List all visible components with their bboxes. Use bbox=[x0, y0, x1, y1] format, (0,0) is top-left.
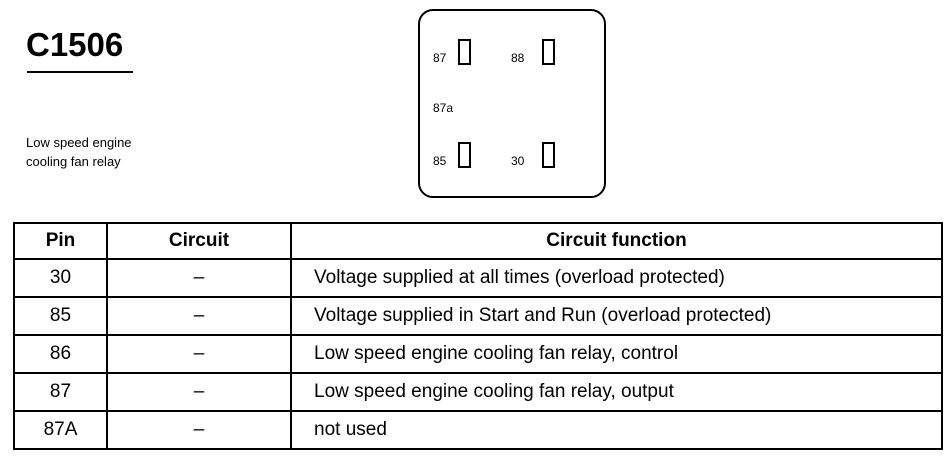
connector-description-line: Low speed engine bbox=[26, 135, 132, 150]
circuit-function-cell: Low speed engine cooling fan relay, outp… bbox=[290, 372, 943, 412]
table-row: 85 – Voltage supplied in Start and Run (… bbox=[13, 296, 943, 336]
circuit-function-cell: not used bbox=[290, 410, 943, 450]
circuit-cell: – bbox=[106, 372, 292, 412]
table-header-row: Pin Circuit Circuit function bbox=[13, 222, 943, 260]
table-row: 86 – Low speed engine cooling fan relay,… bbox=[13, 334, 943, 374]
connector-description-line: cooling fan relay bbox=[26, 154, 121, 169]
relay-connector-face: 87 88 87a 85 30 bbox=[418, 9, 606, 198]
pin-terminal-85 bbox=[458, 142, 471, 168]
circuit-function-cell: Voltage supplied at all times (overload … bbox=[290, 258, 943, 298]
pin-terminal-30 bbox=[542, 142, 555, 168]
pin-cell: 85 bbox=[13, 296, 108, 336]
column-header-circuit-function: Circuit function bbox=[290, 222, 943, 260]
table-row: 87 – Low speed engine cooling fan relay,… bbox=[13, 372, 943, 412]
circuit-function-cell: Voltage supplied in Start and Run (overl… bbox=[290, 296, 943, 336]
column-header-pin: Pin bbox=[13, 222, 108, 260]
connector-description: Low speed engine cooling fan relay bbox=[26, 133, 226, 171]
circuit-cell: – bbox=[106, 296, 292, 336]
pin-cell: 86 bbox=[13, 334, 108, 374]
column-header-circuit: Circuit bbox=[106, 222, 292, 260]
table-row: 87A – not used bbox=[13, 410, 943, 450]
pin-label-85: 85 bbox=[433, 154, 447, 168]
pin-label-87: 87 bbox=[433, 51, 447, 65]
pin-terminal-87 bbox=[458, 39, 471, 65]
circuit-cell: – bbox=[106, 410, 292, 450]
connector-id: C1506 bbox=[26, 26, 124, 63]
pin-label-30: 30 bbox=[511, 154, 525, 168]
pin-label-88: 88 bbox=[511, 51, 525, 65]
circuit-cell: – bbox=[106, 258, 292, 298]
pin-cell: 87 bbox=[13, 372, 108, 412]
connector-id-underline bbox=[27, 71, 133, 73]
pin-label-87a: 87a bbox=[433, 101, 454, 115]
pin-table: Pin Circuit Circuit function 30 – Voltag… bbox=[13, 222, 943, 450]
pin-terminal-88 bbox=[542, 39, 555, 65]
pin-cell: 30 bbox=[13, 258, 108, 298]
circuit-function-cell: Low speed engine cooling fan relay, cont… bbox=[290, 334, 943, 374]
table-row: 30 – Voltage supplied at all times (over… bbox=[13, 258, 943, 298]
circuit-cell: – bbox=[106, 334, 292, 374]
pin-cell: 87A bbox=[13, 410, 108, 450]
